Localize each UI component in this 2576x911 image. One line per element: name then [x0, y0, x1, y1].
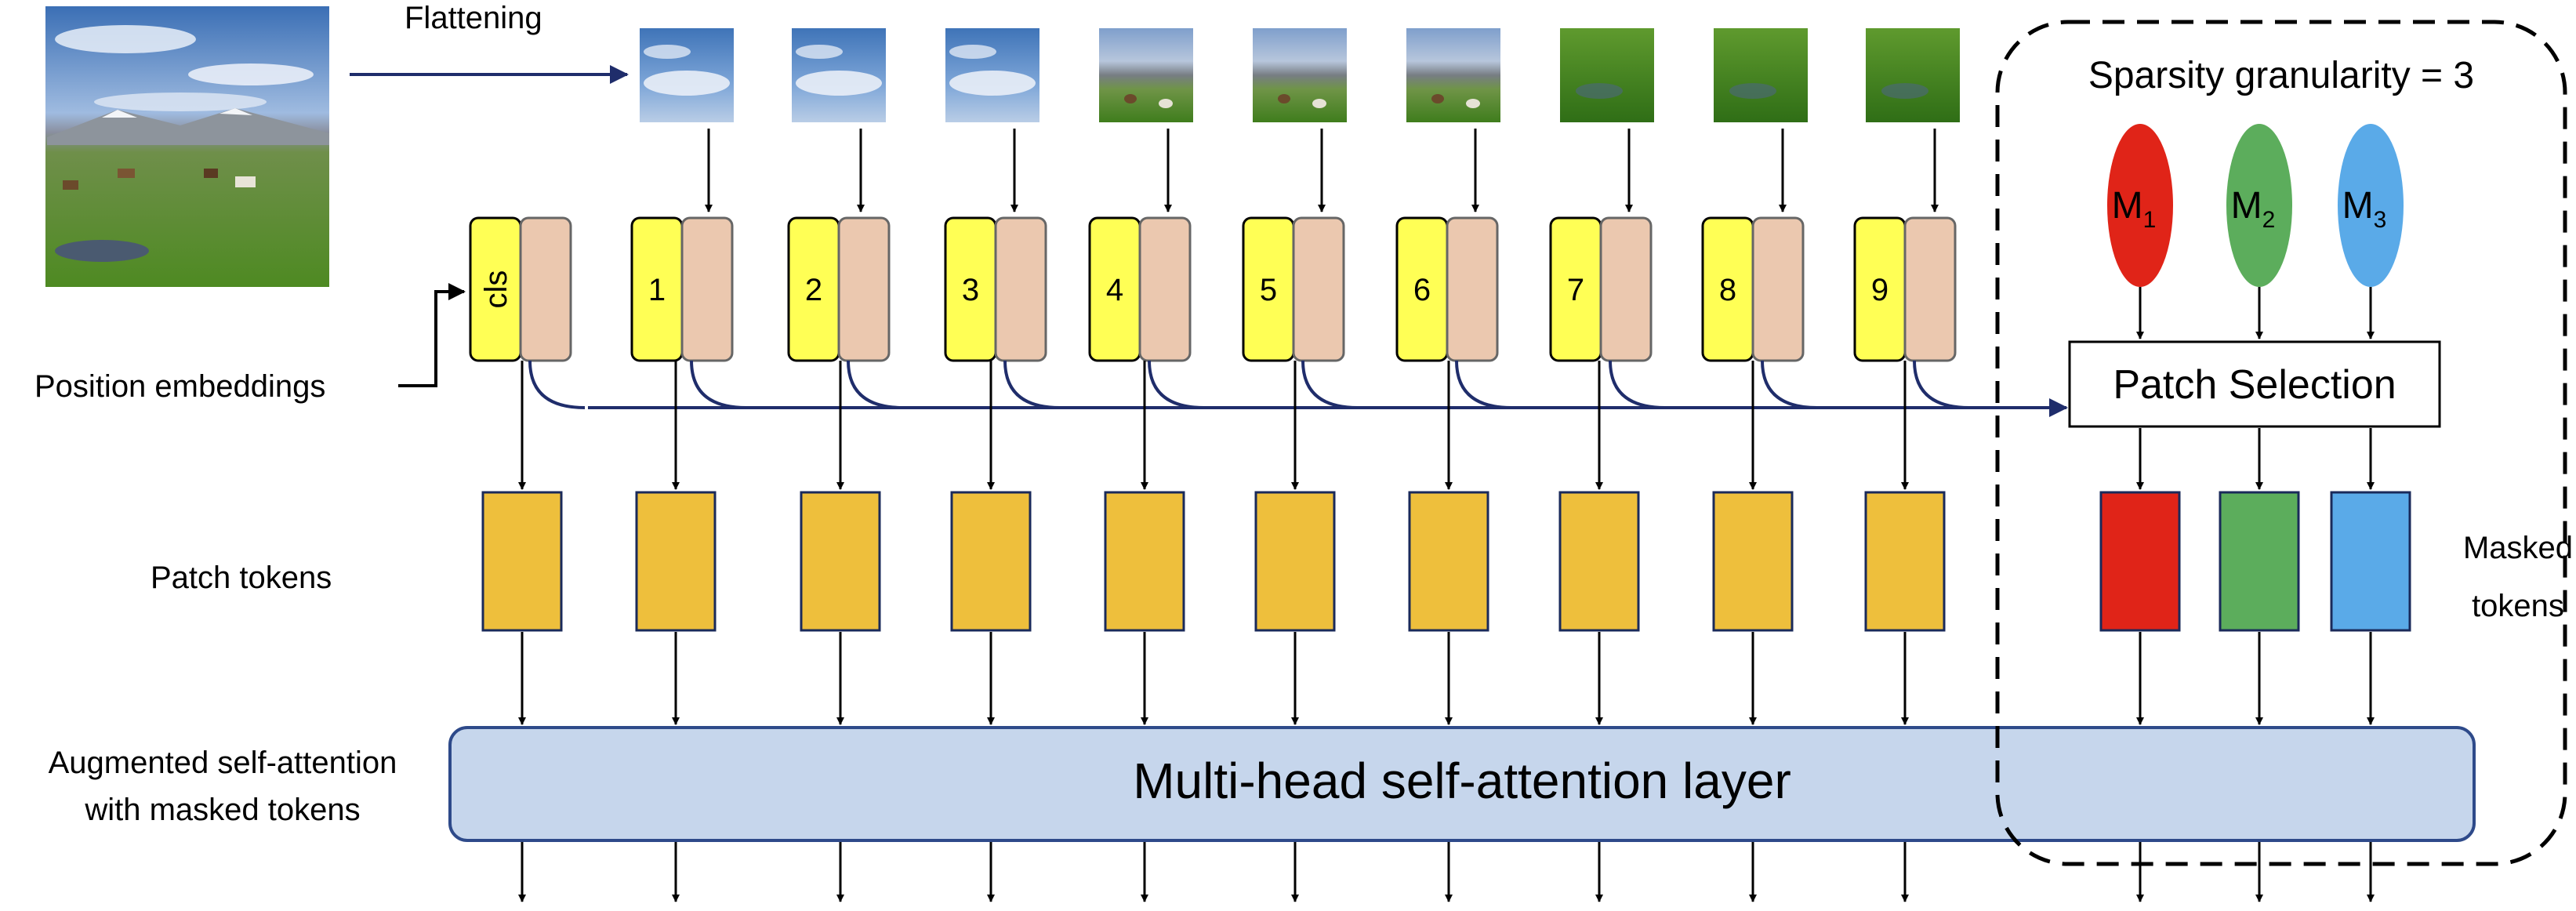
- patch-embedding-box: [519, 216, 572, 362]
- position-embeddings-label: Position embeddings: [34, 369, 325, 404]
- bus-curve: [1148, 360, 1205, 409]
- bus-curve: [1913, 360, 1970, 409]
- masked-tokens-label-line1: Masked: [2463, 531, 2573, 565]
- patch-embedding-box: [1446, 216, 1499, 362]
- masked-tokens-label-line2: tokens: [2472, 589, 2564, 623]
- position-id-label: 6: [1413, 273, 1431, 307]
- image-patch: [945, 28, 1039, 122]
- patch-token: [481, 491, 563, 632]
- masked-token: [2219, 491, 2300, 632]
- position-id-label: 3: [962, 273, 979, 307]
- patch-selection-label: Patch Selection: [2113, 362, 2396, 408]
- embedding-pair: 3: [944, 216, 1047, 362]
- sparsity-granularity-label: Sparsity granularity = 3: [2088, 55, 2474, 96]
- position-embedding-pairs: cls 1 2 3 4 5 6 7 8 9: [469, 216, 1957, 362]
- mask-column: M3: [2330, 124, 2411, 725]
- position-id-label: 4: [1106, 273, 1123, 307]
- position-id-label: 5: [1260, 273, 1277, 307]
- mhsa-layer-label: Multi-head self-attention layer: [1133, 753, 1791, 809]
- patch-token: [1104, 491, 1185, 632]
- image-patch: [640, 28, 734, 122]
- embedding-pair: 2: [787, 216, 891, 362]
- patch-token: [1558, 491, 1640, 632]
- output-arrows: [518, 842, 2375, 902]
- patch-embedding-box: [1903, 216, 1957, 362]
- mask-ellipse: [2226, 124, 2292, 287]
- patch-embedding-box: [1138, 216, 1192, 362]
- flattening-label: Flattening: [405, 1, 542, 35]
- mask-ellipse: [2107, 124, 2173, 287]
- patch-embedding-box: [1292, 216, 1345, 362]
- bus-curve: [1003, 360, 1061, 409]
- image-patch: [1099, 28, 1193, 122]
- patch-embedding-box: [994, 216, 1047, 362]
- mhsa-layer-box: [448, 726, 2476, 842]
- augmented-label-line1: Augmented self-attention: [49, 746, 397, 780]
- embedding-pair: 1: [630, 216, 734, 362]
- bus-curve: [1301, 360, 1359, 409]
- patch-token: [800, 491, 881, 632]
- image-patch: [1560, 28, 1654, 122]
- position-id-label: cls: [479, 270, 513, 309]
- position-id-label: 2: [805, 273, 822, 307]
- patch-token: [1254, 491, 1336, 632]
- bus-curve: [528, 360, 586, 409]
- embedding-pair: cls: [469, 216, 572, 362]
- position-id-label: 1: [648, 273, 666, 307]
- patch-embedding-box: [837, 216, 891, 362]
- sparsity-region: [1995, 20, 2567, 866]
- bus-curve: [690, 360, 747, 409]
- patch-token: [1712, 491, 1794, 632]
- mask-ellipse: [2338, 124, 2404, 287]
- position-id-label: 7: [1567, 273, 1584, 307]
- masked-token: [2099, 491, 2181, 632]
- embedding-pair: 9: [1853, 216, 1957, 362]
- image-patch: [1406, 28, 1500, 122]
- patch-tokens-label: Patch tokens: [151, 561, 332, 595]
- patch-token: [1408, 491, 1489, 632]
- patch-embedding-box: [680, 216, 734, 362]
- bus-curve: [1455, 360, 1512, 409]
- patch-embedding-box: [1751, 216, 1805, 362]
- mask-column: M1: [2099, 124, 2181, 725]
- embedding-bus-curves: [528, 360, 1970, 409]
- image-patches: [640, 28, 1960, 212]
- bus-curve: [847, 360, 904, 409]
- image-patch: [1253, 28, 1347, 122]
- patch-token: [635, 491, 717, 632]
- embedding-pair: 4: [1088, 216, 1192, 362]
- patch-token: [950, 491, 1032, 632]
- embedding-pair: 8: [1701, 216, 1805, 362]
- mask-column: M2: [2219, 124, 2300, 725]
- input-image: [45, 6, 329, 287]
- position-embeddings-arrow: [398, 283, 466, 387]
- image-patch: [1714, 28, 1808, 122]
- position-id-label: 9: [1871, 273, 1888, 307]
- patch-embedding-box: [1599, 216, 1653, 362]
- patch-selection-box: [2068, 340, 2441, 428]
- patch-token: [1864, 491, 1946, 632]
- masked-token: [2330, 491, 2411, 632]
- embedding-pair: 5: [1242, 216, 1345, 362]
- position-id-label: 8: [1719, 273, 1736, 307]
- bus-curve: [1761, 360, 1818, 409]
- image-patch: [792, 28, 886, 122]
- patch-tokens: [481, 361, 1946, 725]
- embedding-pair: 6: [1395, 216, 1499, 362]
- embedding-pair: 7: [1549, 216, 1653, 362]
- augmented-label-line2: with masked tokens: [84, 793, 360, 827]
- image-patch: [1866, 28, 1960, 122]
- bus-curve: [1609, 360, 1666, 409]
